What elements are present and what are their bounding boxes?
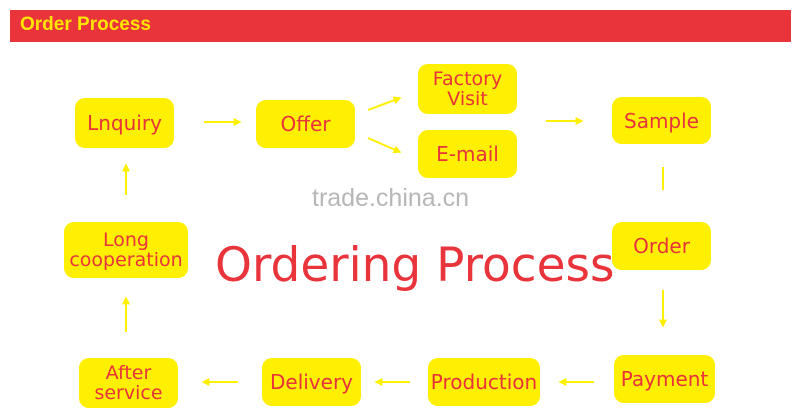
node-long-cooperation: Long cooperation xyxy=(64,222,188,278)
main-title: Ordering Process xyxy=(215,238,615,293)
node-sample: Sample xyxy=(612,97,711,144)
node-production: Production xyxy=(428,358,540,406)
node-offer: Offer xyxy=(256,100,355,148)
node-factory-visit: Factory Visit xyxy=(418,64,517,114)
header-bar: Order Process xyxy=(10,10,791,42)
arrow-offer-email xyxy=(367,137,402,154)
node-order: Order xyxy=(612,222,711,270)
header-title: Order Process xyxy=(20,14,151,35)
arrow-offer-factory xyxy=(367,96,402,111)
watermark: trade.china.cn xyxy=(312,184,470,212)
node-payment: Payment xyxy=(614,355,715,403)
node-email: E-mail xyxy=(418,130,517,178)
node-delivery: Delivery xyxy=(262,358,361,406)
node-after-service: After service xyxy=(79,358,178,408)
node-inquiry: Lnquiry xyxy=(75,98,174,148)
